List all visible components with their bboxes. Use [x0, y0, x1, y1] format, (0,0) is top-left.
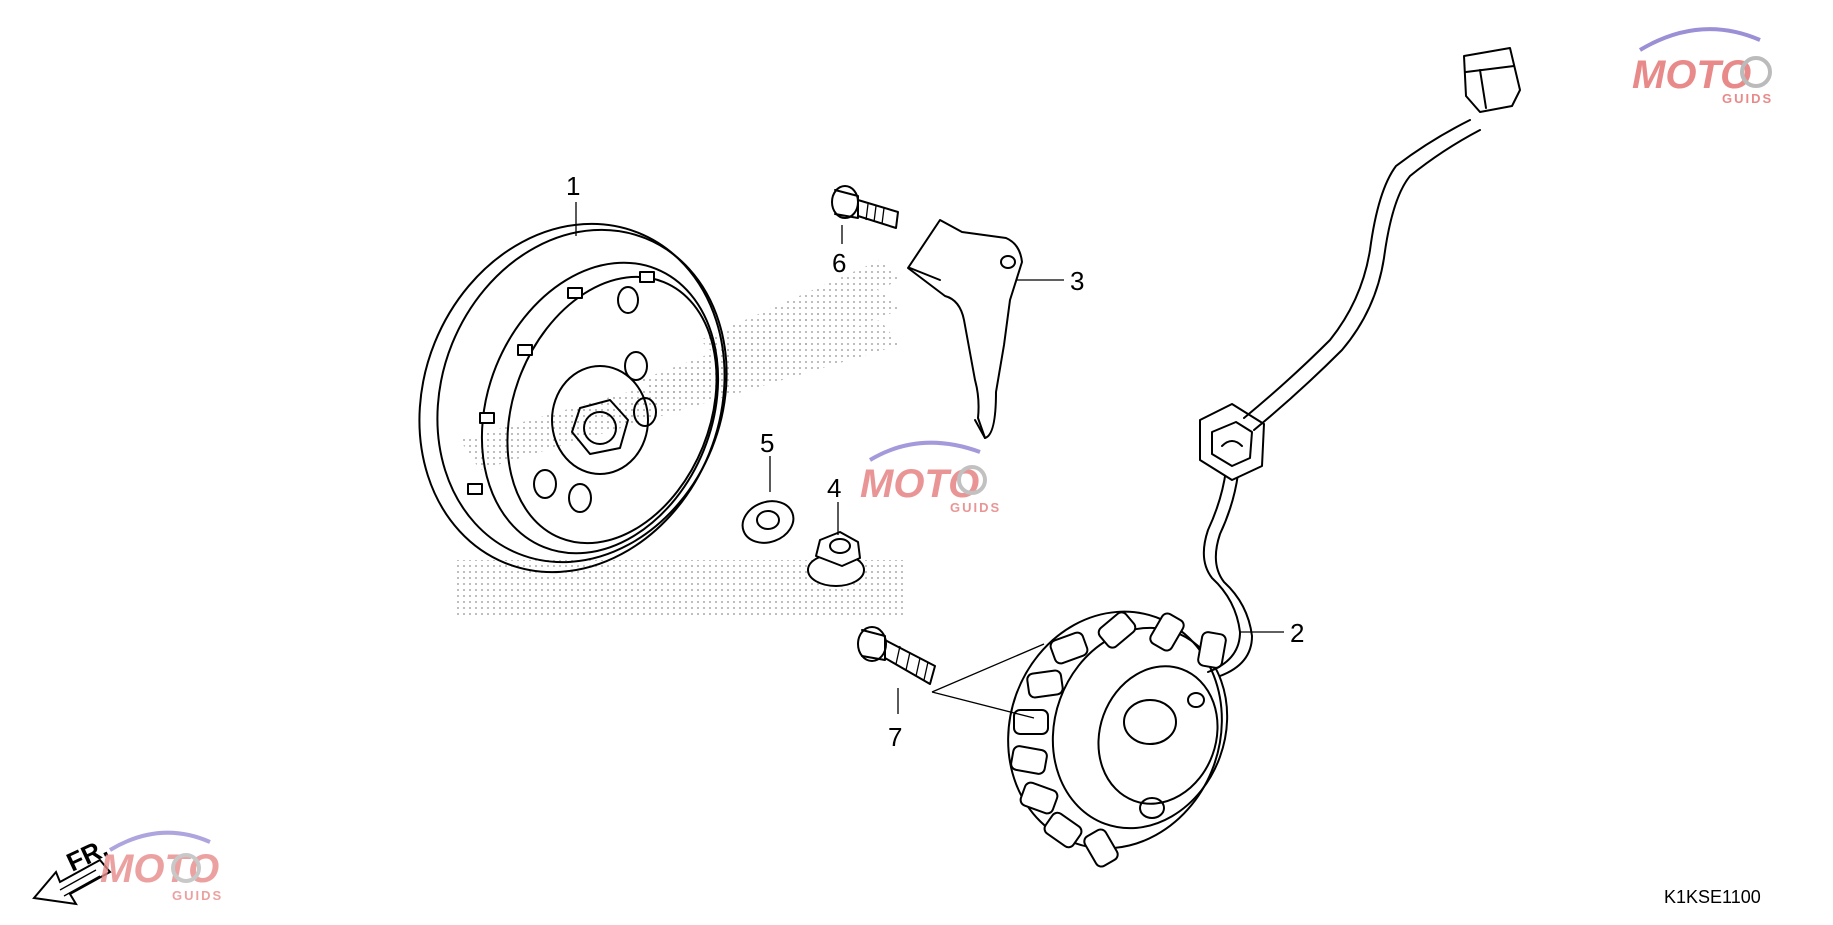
flywheel-rotor: [418, 222, 728, 574]
bolt-small: [831, 185, 899, 229]
logo-sub-center: GUIDS: [950, 500, 1001, 515]
drawing-code: K1KSE1100: [1664, 887, 1761, 907]
callout-6: 6: [832, 248, 846, 278]
logo-brand-top: MOTO: [1632, 53, 1751, 97]
moto-guids-logo-center: MOTO GUIDS: [860, 440, 1001, 515]
moto-guids-logo-bottom: MOTO GUIDS: [100, 830, 223, 903]
callout-7: 7: [888, 722, 902, 752]
callout-3: 3: [1070, 266, 1084, 296]
callout-1: 1: [566, 171, 580, 201]
logo-sub-bottom: GUIDS: [172, 888, 223, 903]
stator-coil: [1007, 47, 1521, 868]
moto-guids-logo-top: MOTO GUIDS: [1632, 27, 1773, 106]
washer: [741, 500, 795, 544]
callout-4: 4: [827, 473, 841, 503]
flange-nut: [807, 531, 865, 587]
leader-lines: [575, 202, 1284, 719]
bolt-long: [857, 626, 936, 685]
callout-labels: 1 2 3 4 5 6 7: [566, 171, 1304, 752]
logo-sub-top: GUIDS: [1722, 91, 1773, 106]
wire-bracket: [907, 219, 1023, 439]
callout-5: 5: [760, 428, 774, 458]
logo-brand-bottom: MOTO: [100, 847, 219, 891]
callout-2: 2: [1290, 618, 1304, 648]
